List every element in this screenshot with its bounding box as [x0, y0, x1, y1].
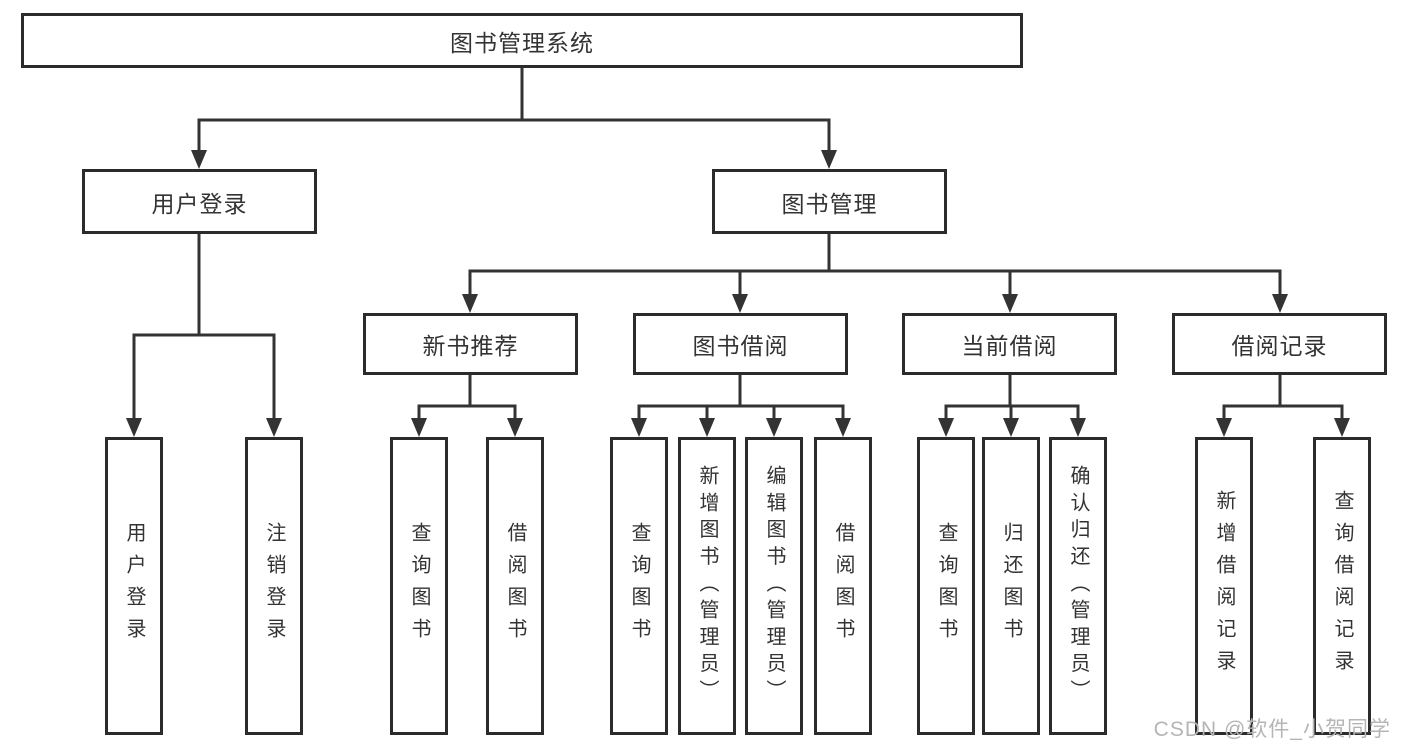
leaf-label: 查询图书 [408, 522, 430, 650]
leaf-logout: 注销登录 [245, 437, 303, 735]
node-new-book-recommendation: 新书推荐 [363, 313, 578, 375]
leaf-label: 借阅图书 [832, 522, 854, 650]
node-current-borrowing: 当前借阅 [902, 313, 1117, 375]
leaf-label: 查询借阅记录 [1331, 490, 1353, 682]
leaf-borrow-books-recommend: 借阅图书 [486, 437, 544, 735]
leaf-label: 注销登录 [263, 522, 285, 650]
leaf-return-books: 归还图书 [982, 437, 1040, 735]
node-book-management: 图书管理 [712, 169, 947, 234]
node-library-management-system: 图书管理系统 [21, 13, 1023, 68]
node-label: 图书借阅 [692, 333, 789, 359]
node-borrowing-records: 借阅记录 [1172, 313, 1387, 375]
node-label: 新书推荐 [422, 333, 519, 359]
leaf-label: 归还图书 [1000, 522, 1022, 650]
node-label: 借阅记录 [1231, 333, 1328, 359]
leaf-confirm-return-admin: 确认归还（管理员） [1049, 437, 1107, 735]
leaf-label: 查询图书 [935, 522, 957, 650]
csdn-watermark: CSDN @软件_小贺同学 [1153, 718, 1391, 741]
node-user-login: 用户登录 [82, 169, 317, 234]
leaf-label: 查询图书 [628, 522, 650, 650]
leaf-label: 确认归还（管理员） [1067, 465, 1089, 707]
leaf-add-books-admin: 新增图书（管理员） [678, 437, 736, 735]
leaf-label: 新增图书（管理员） [696, 465, 718, 707]
leaf-label: 用户登录 [123, 522, 145, 650]
leaf-query-books-current: 查询图书 [917, 437, 975, 735]
leaf-query-books-borrowing: 查询图书 [610, 437, 668, 735]
node-book-borrowing: 图书借阅 [633, 313, 848, 375]
leaf-add-borrow-record: 新增借阅记录 [1195, 437, 1253, 735]
leaf-label: 编辑图书（管理员） [763, 465, 785, 707]
leaf-user-login: 用户登录 [105, 437, 163, 735]
leaf-query-borrow-record: 查询借阅记录 [1313, 437, 1371, 735]
node-label: 当前借阅 [961, 333, 1058, 359]
leaf-label: 借阅图书 [504, 522, 526, 650]
node-label: 用户登录 [151, 190, 248, 217]
node-label: 图书管理 [781, 190, 878, 217]
node-label: 图书管理系统 [450, 29, 594, 56]
leaf-borrow-books-borrowing: 借阅图书 [814, 437, 872, 735]
leaf-label: 新增借阅记录 [1213, 490, 1235, 682]
leaf-query-books-recommend: 查询图书 [390, 437, 448, 735]
leaf-edit-books-admin: 编辑图书（管理员） [745, 437, 803, 735]
